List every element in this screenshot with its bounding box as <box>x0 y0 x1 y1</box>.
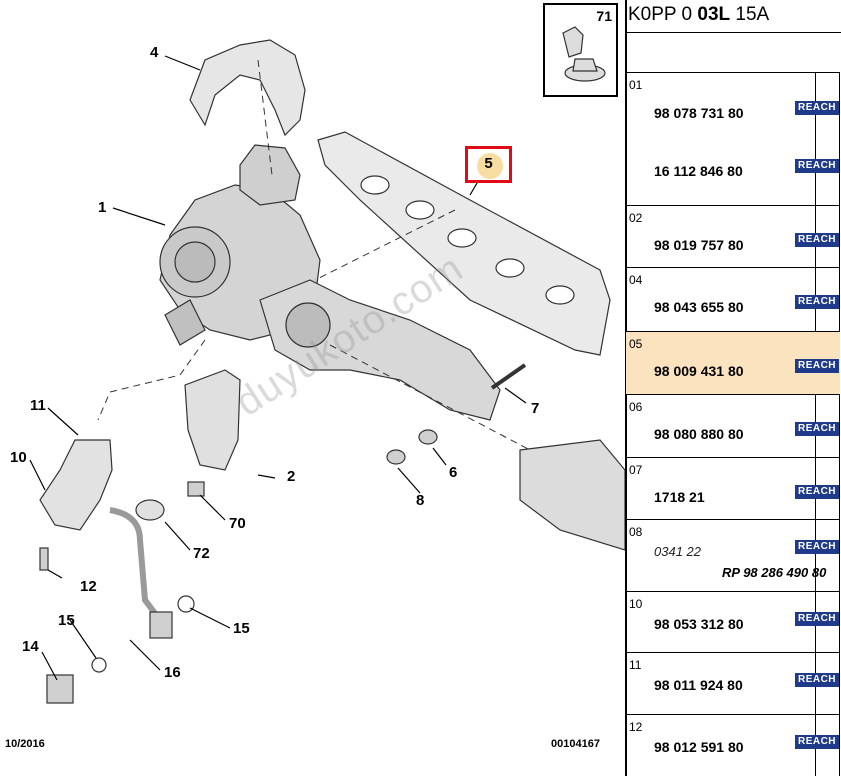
callout-7[interactable]: 7 <box>531 400 540 417</box>
downpipe <box>519 439 625 551</box>
reach-badge: REACH <box>795 735 839 749</box>
row-index: 07 <box>629 463 643 477</box>
part-number[interactable]: 16 112 846 80 <box>654 163 743 179</box>
part-number[interactable]: 98 009 431 80 <box>654 363 744 379</box>
part-line: 0341 22REACH10 <box>654 540 840 562</box>
fastener-ref: 71 <box>596 8 612 24</box>
highlight-dot <box>477 153 503 179</box>
callout-8[interactable]: 8 <box>416 492 425 509</box>
callout-70[interactable]: 70 <box>229 515 246 532</box>
footer-doc-number: 00104167 <box>551 738 600 750</box>
egr-pipe <box>39 439 113 531</box>
table-border-right <box>839 72 840 776</box>
part-line: 98 080 880 80REACH10 <box>654 422 840 444</box>
replacement-line: RP 98 286 490 8001 <box>654 565 840 583</box>
reach-badge: REACH <box>795 295 839 309</box>
part-line: 98 053 312 80REACH01 <box>654 612 840 634</box>
part-number[interactable]: 98 019 757 80 <box>654 237 744 253</box>
reach-badge: REACH <box>795 233 839 247</box>
part-line: 98 019 757 80REACH01 <box>654 233 840 255</box>
heat-shield <box>189 39 306 137</box>
reach-badge: REACH <box>795 673 839 687</box>
fastener-box[interactable]: 71 <box>543 3 618 97</box>
exploded-diagram: duyukoto.com 5 4 1 2 6 7 8 10 11 12 14 1… <box>5 3 625 750</box>
reach-badge: REACH <box>795 612 839 626</box>
table-header: K0PP 0 03L 15A <box>625 0 841 33</box>
row-index: 12 <box>629 720 643 734</box>
part-line: 98 078 731 80REACH01 <box>654 101 840 123</box>
callout-15-right[interactable]: 15 <box>233 620 250 637</box>
callout-16[interactable]: 16 <box>164 664 181 681</box>
part-number[interactable]: 98 011 924 80 <box>654 677 743 693</box>
callout-6[interactable]: 6 <box>449 464 458 481</box>
part-line: 16 112 846 80REACH01 <box>654 159 840 181</box>
row-index: 11 <box>629 658 642 672</box>
callout-1[interactable]: 1 <box>98 199 107 216</box>
row-index: 02 <box>629 211 643 225</box>
reach-badge: REACH <box>795 540 839 554</box>
callout-5-highlight[interactable]: 5 <box>465 146 512 183</box>
part-line: 98 011 924 80REACH01 <box>654 673 840 695</box>
row-index: 08 <box>629 525 643 539</box>
reach-badge: REACH <box>795 359 839 373</box>
callout-10[interactable]: 10 <box>10 449 27 466</box>
part-number[interactable]: 98 080 880 80 <box>654 426 744 442</box>
callout-12[interactable]: 12 <box>80 578 97 595</box>
callout-11[interactable]: 11 <box>30 397 46 414</box>
engine-code: K0PP 0 03L 15A <box>628 4 770 25</box>
part-number[interactable]: 98 043 655 80 <box>654 299 744 315</box>
replacement-part-number[interactable]: RP 98 286 490 80 <box>722 565 827 580</box>
reach-badge: REACH <box>795 159 839 173</box>
part-number[interactable]: 98 053 312 80 <box>654 616 744 632</box>
part-number[interactable]: 1718 21 <box>654 489 705 505</box>
diagram-drawing <box>29 39 625 704</box>
callout-72[interactable]: 72 <box>193 545 210 562</box>
part-number[interactable]: 98 078 731 80 <box>654 105 744 121</box>
part-number[interactable]: 98 012 591 80 <box>654 739 744 755</box>
callout-label: 5 <box>484 155 493 172</box>
reach-badge: REACH <box>795 422 839 436</box>
reach-badge: REACH <box>795 485 839 499</box>
part-line: 98 009 431 80REACH01 <box>654 359 840 381</box>
footer-date: 10/2016 <box>5 738 45 750</box>
row-index: 04 <box>629 273 643 287</box>
oil-pipe <box>109 507 163 622</box>
reach-badge: REACH <box>795 101 839 115</box>
callout-14[interactable]: 14 <box>22 638 39 655</box>
row-index: 10 <box>629 597 643 611</box>
callout-4[interactable]: 4 <box>150 44 159 61</box>
row-index: 06 <box>629 400 643 414</box>
bracket <box>184 369 241 471</box>
row-index: 05 <box>629 337 643 351</box>
bolt-icon <box>562 26 606 82</box>
part-line: 1718 21REACH10 <box>654 485 840 507</box>
part-number[interactable]: 0341 22 <box>654 544 701 559</box>
callout-15-left[interactable]: 15 <box>58 612 75 629</box>
part-line: 98 043 655 80REACH01 <box>654 295 840 317</box>
callout-2[interactable]: 2 <box>287 468 296 485</box>
turbocharger <box>159 144 321 346</box>
row-index: 01 <box>629 78 643 92</box>
